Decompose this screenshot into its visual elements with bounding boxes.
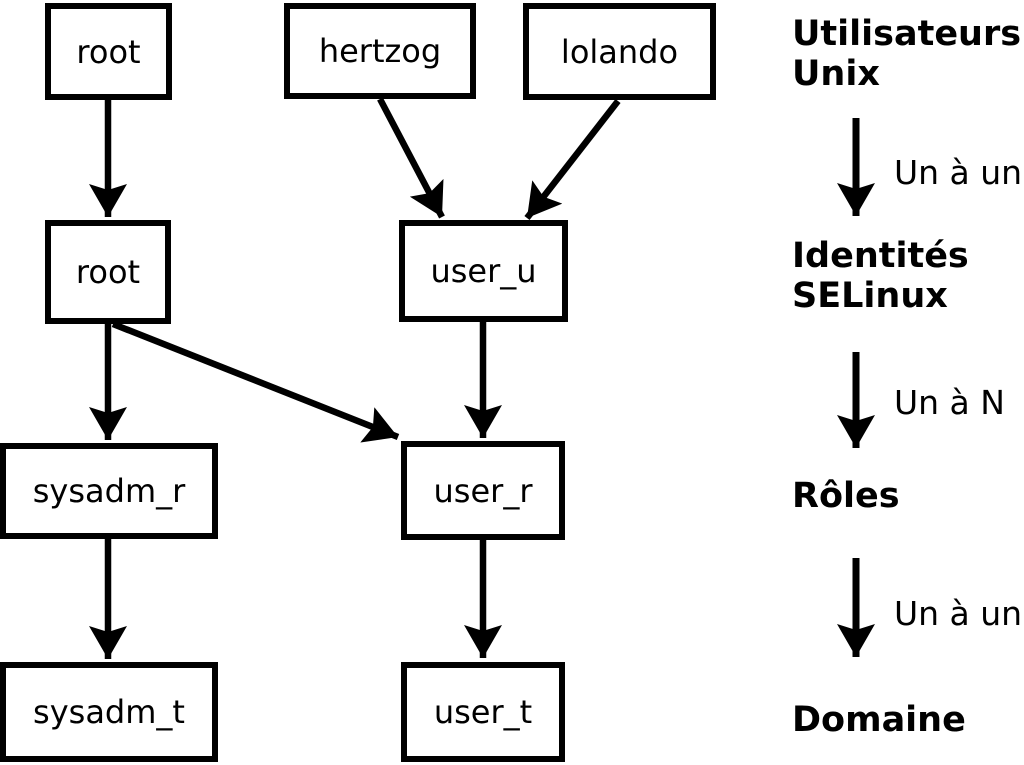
- legend-domaine: Domaine: [792, 700, 966, 740]
- node-hertzog: hertzog: [284, 3, 476, 99]
- node-label: user_r: [433, 471, 533, 510]
- node-label: user_t: [433, 693, 533, 731]
- node-user-u: user_u: [399, 220, 568, 322]
- node-label: root: [76, 32, 141, 71]
- node-root-unix: root: [45, 3, 172, 100]
- relation-label-un-a-un-2: Un à un: [894, 594, 1023, 633]
- node-label: lolando: [560, 32, 679, 71]
- relation-label-un-a-n: Un à N: [894, 383, 1005, 422]
- node-label: root: [75, 253, 141, 291]
- node-label: sysadm_r: [32, 472, 186, 510]
- relation-label-un-a-un-1: Un à un: [894, 153, 1023, 192]
- node-user-r: user_r: [401, 441, 565, 540]
- node-sysadm-t: sysadm_t: [0, 662, 218, 762]
- legend-identites-selinux: Identités SELinux: [792, 236, 969, 316]
- legend-roles: Rôles: [792, 476, 900, 516]
- edge-hertzog-to-user-u-arrow: [377, 97, 445, 219]
- node-label: hertzog: [318, 32, 442, 70]
- node-sysadm-r: sysadm_r: [0, 443, 218, 539]
- edge-lolando-to-user-u-arrow: [524, 99, 621, 220]
- node-user-t: user_t: [401, 662, 565, 762]
- node-root-selinux: root: [45, 220, 171, 324]
- node-label: sysadm_t: [33, 693, 185, 731]
- legend-utilisateurs-unix: Utilisateurs Unix: [792, 14, 1022, 94]
- node-label: user_u: [430, 252, 537, 290]
- node-lolando: lolando: [523, 3, 716, 100]
- edge-root-to-user-r-arrow: [111, 320, 400, 443]
